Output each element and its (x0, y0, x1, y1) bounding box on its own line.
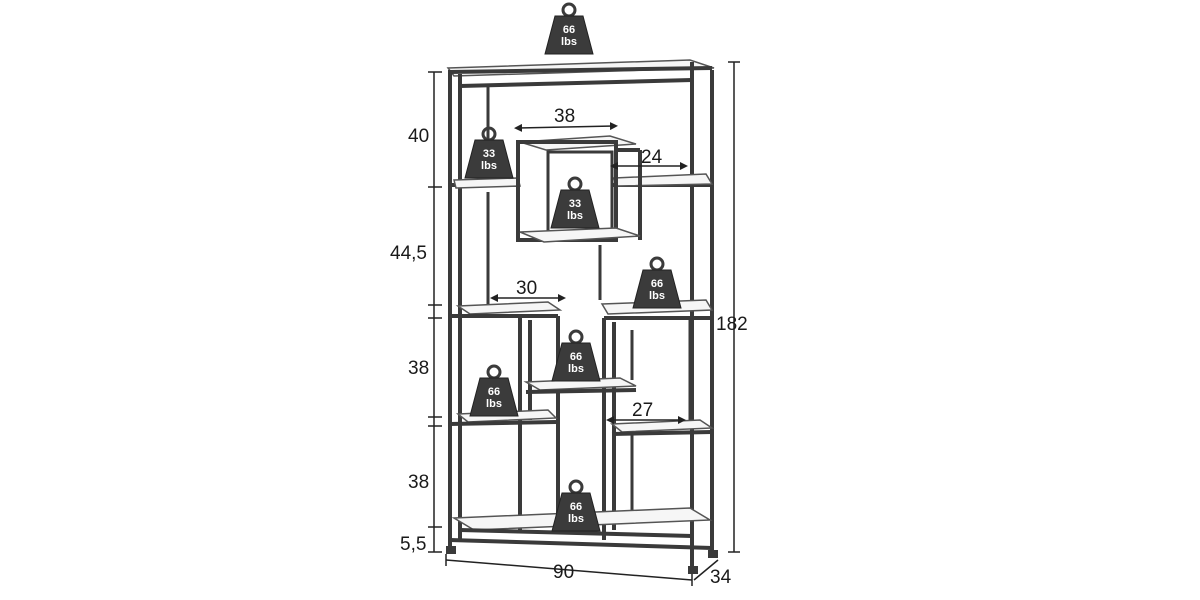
weight-left-lower-unit: lbs (486, 398, 502, 410)
total-height-line (728, 61, 740, 553)
dim-width-label: 90 (553, 562, 574, 583)
dim-fourth-section-label: 38 (408, 472, 429, 493)
weight-center-middle-unit: lbs (568, 363, 584, 375)
weight-right-middle-icon: 66 lbs (632, 256, 682, 309)
weight-right-middle-value: 66 (651, 278, 663, 290)
dim-second-section-label: 44,5 (390, 243, 427, 264)
weight-upper-center-value: 33 (569, 198, 581, 210)
weight-left-lower-icon: 66 lbs (469, 364, 519, 417)
weight-left-lower-value: 66 (488, 386, 500, 398)
weight-top-value: 66 (563, 24, 575, 36)
weight-bottom-center-unit: lbs (568, 513, 584, 525)
weight-bottom-center-icon: 66 lbs (551, 479, 601, 532)
dim-depth-label: 34 (710, 567, 732, 588)
weight-right-middle-unit: lbs (649, 290, 665, 302)
weight-bottom-center-value: 66 (570, 501, 582, 513)
dim-middle-shelf-label: 30 (516, 278, 537, 299)
weight-upper-center-unit: lbs (567, 210, 583, 222)
height-dimension-lines (428, 71, 442, 553)
depth-dimension-line (693, 559, 719, 581)
weight-upper-left-unit: lbs (481, 160, 497, 172)
weight-upper-center-icon: 33 lbs (550, 176, 600, 229)
dim-foot-label: 5,5 (400, 534, 426, 555)
dim-third-section-label: 38 (408, 358, 429, 379)
dim-upper-side-shelf-label: 24 (641, 147, 663, 168)
weight-center-middle-value: 66 (570, 351, 582, 363)
weight-upper-left-icon: 33 lbs (464, 126, 514, 179)
dim-top-section-label: 40 (408, 126, 429, 147)
width-dimension-line (445, 554, 693, 586)
weight-center-middle-icon: 66 lbs (551, 329, 601, 382)
weight-top-icon: 66 lbs (544, 2, 594, 55)
weight-upper-left-value: 33 (483, 148, 495, 160)
dim-total-height-label: 182 (716, 314, 748, 335)
dim-lower-side-shelf-label: 27 (632, 400, 653, 421)
dim-upper-box-width-label: 38 (554, 106, 575, 127)
weight-top-unit: lbs (561, 36, 577, 48)
upper-box-width-arrow (514, 122, 618, 132)
